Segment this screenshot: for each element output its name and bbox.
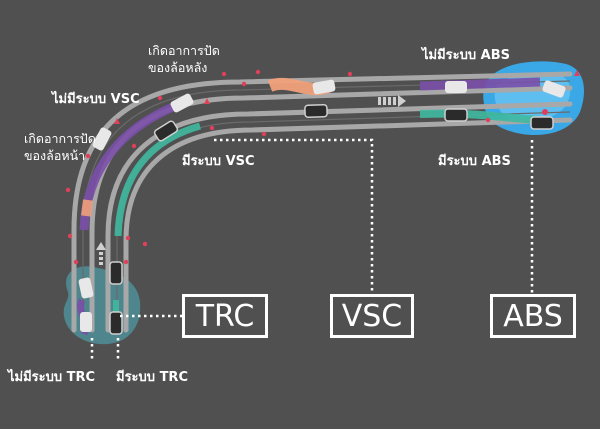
direction-arrow-icon bbox=[378, 95, 406, 107]
vsc-box: VSC bbox=[330, 294, 414, 338]
car-icon bbox=[78, 79, 566, 335]
path-no-abs bbox=[419, 77, 541, 91]
connector-lines bbox=[90, 138, 534, 360]
label-with-abs: มีระบบ ABS bbox=[438, 154, 511, 169]
label-with-vsc: มีระบบ VSC bbox=[182, 154, 255, 169]
abs-box: ABS bbox=[490, 294, 576, 338]
direction-arrow-icon-vertical bbox=[96, 242, 106, 265]
trc-box: TRC bbox=[182, 294, 268, 338]
label-rear-skid: เกิดอาการปัด ของล้อหลัง bbox=[148, 43, 220, 75]
markers bbox=[65, 69, 548, 265]
label-front-skid: เกิดอาการปัด ของล้อหน้า bbox=[24, 131, 96, 163]
label-with-trc: มีระบบ TRC bbox=[116, 370, 188, 385]
label-no-abs: ไม่มีระบบ ABS bbox=[422, 48, 511, 63]
path-with-abs bbox=[419, 109, 541, 124]
warning-triangle-icon bbox=[114, 70, 580, 124]
path-skid-front bbox=[81, 199, 93, 217]
path-with-vsc bbox=[114, 122, 201, 237]
path-no-vsc bbox=[79, 99, 182, 231]
label-no-vsc: ไม่มีระบบ VSC bbox=[52, 92, 140, 107]
label-no-trc: ไม่มีระบบ TRC bbox=[8, 370, 96, 385]
